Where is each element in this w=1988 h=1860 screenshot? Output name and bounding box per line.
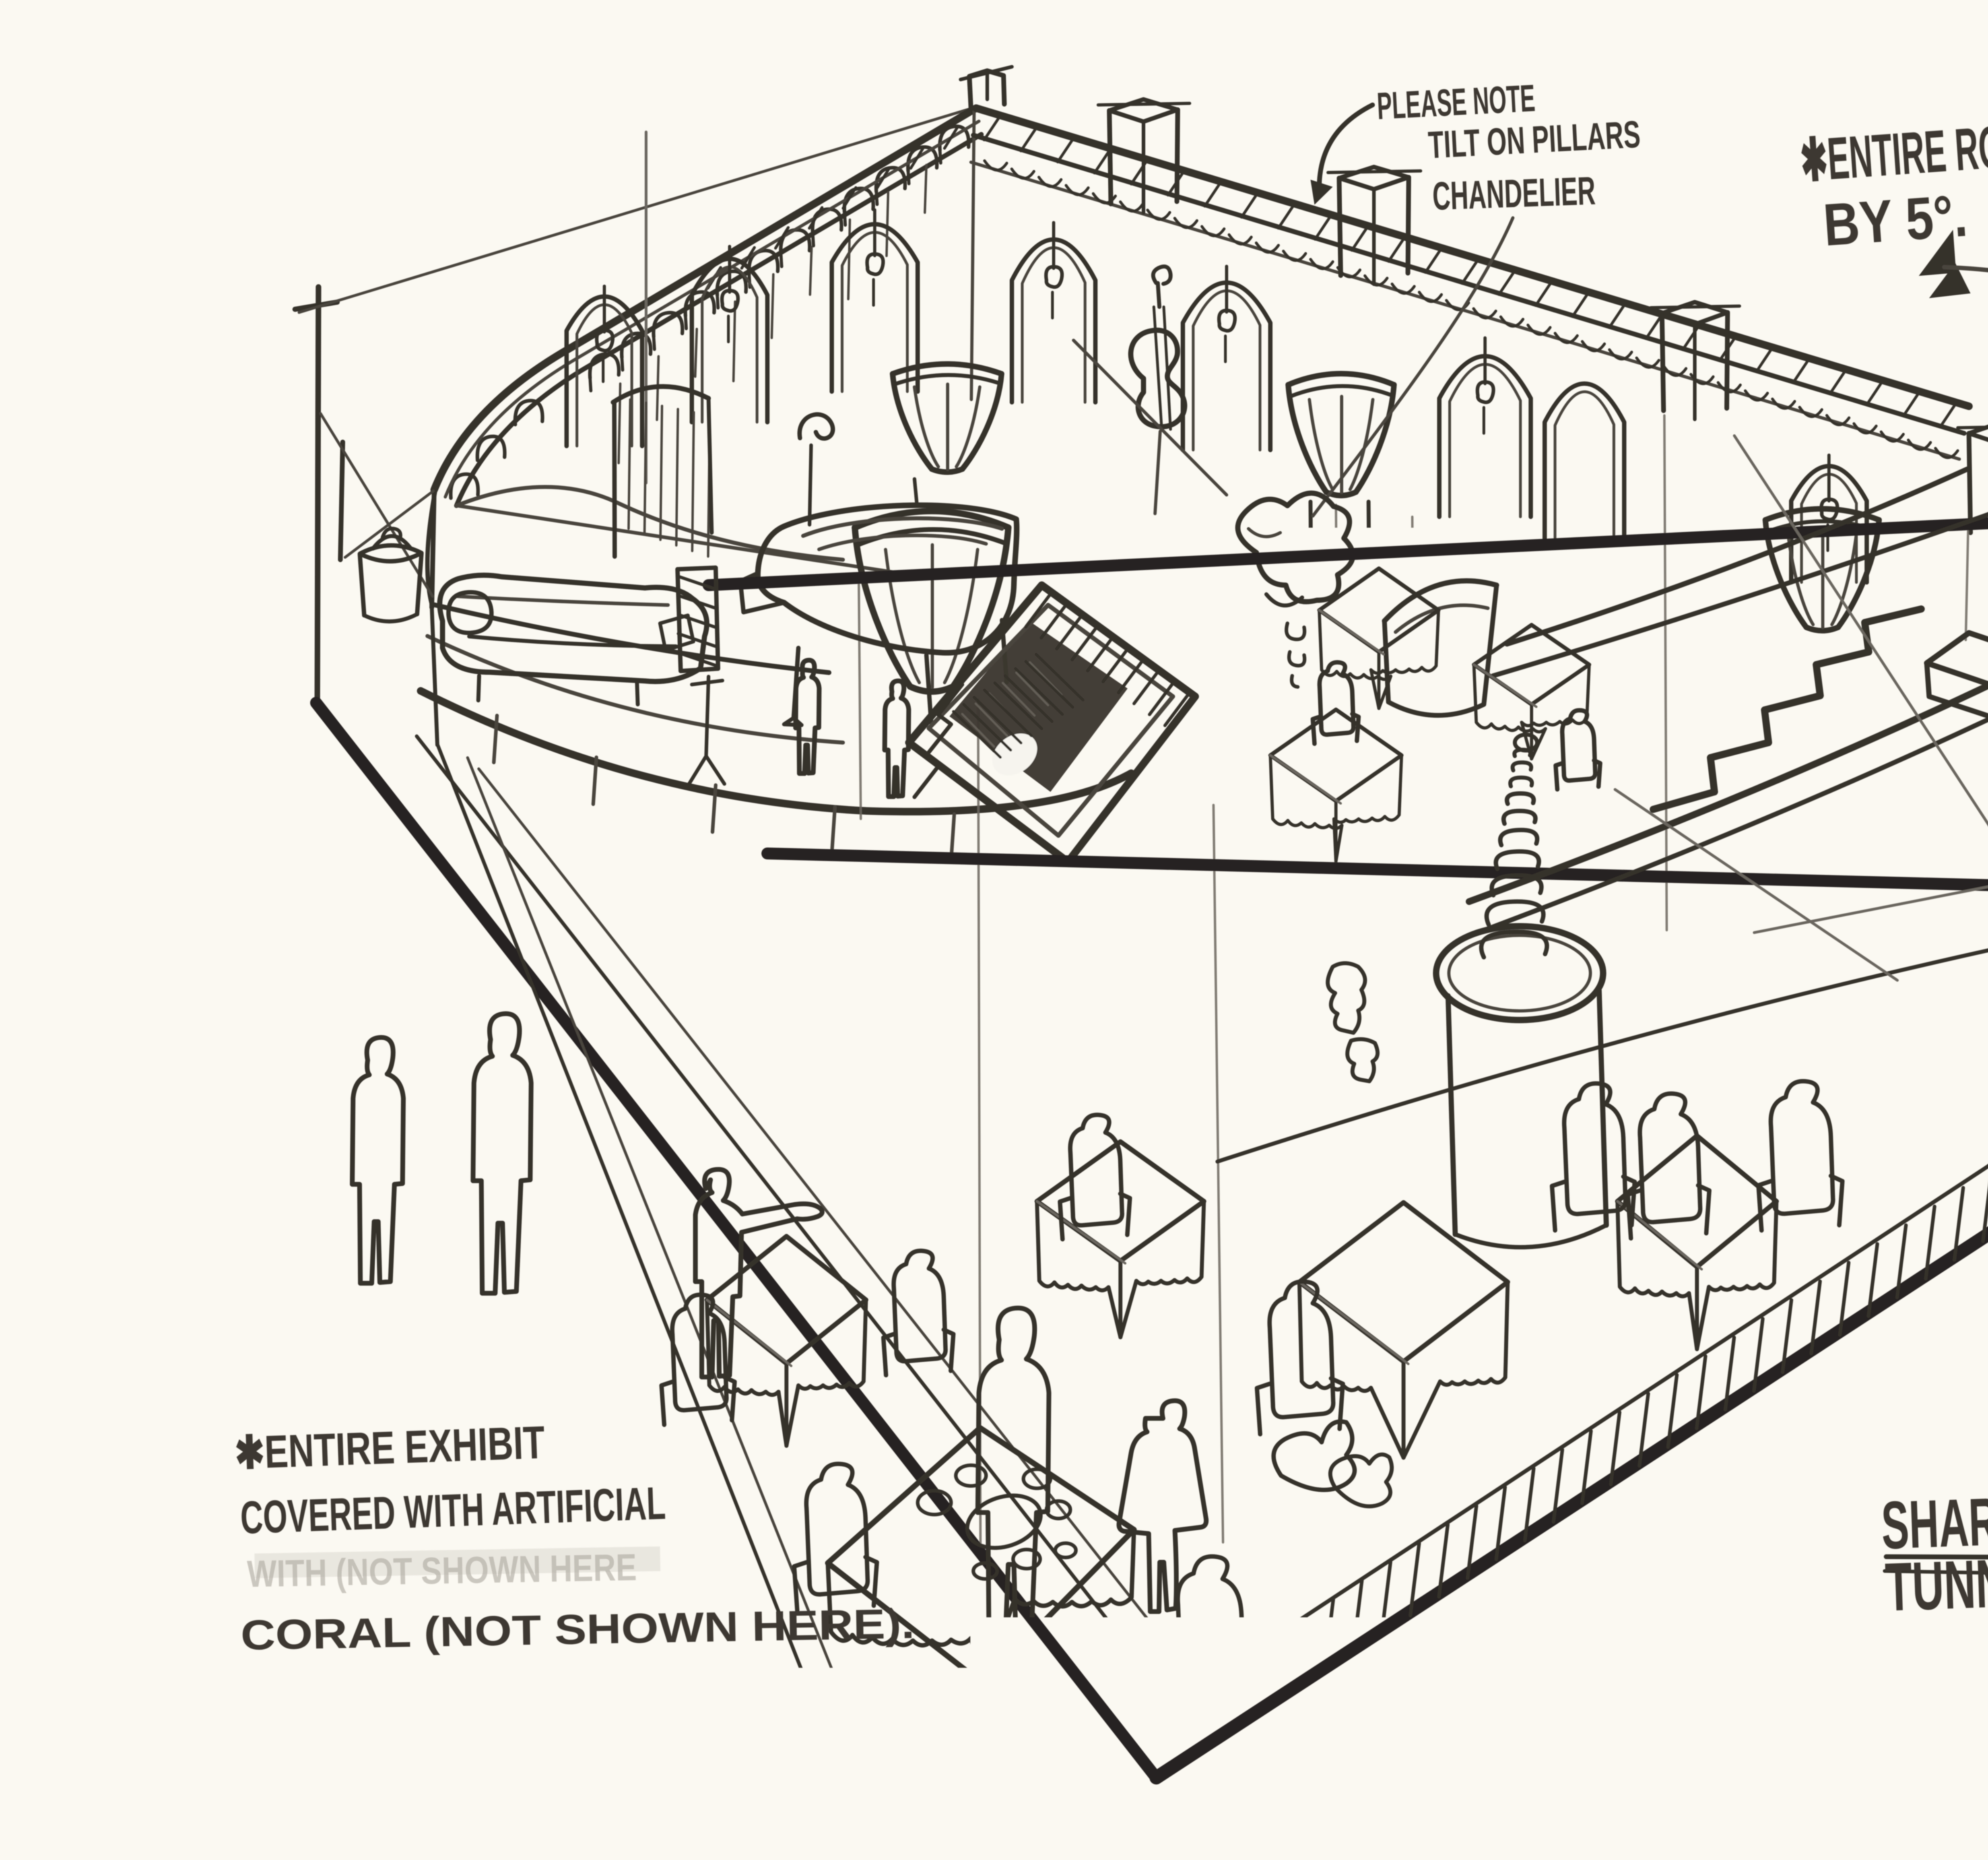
svg-text:✱ENTIRE EXHIBIT: ✱ENTIRE EXHIBIT xyxy=(234,1416,546,1479)
svg-text:PERSPECTIVE: PERSPECTIVE xyxy=(1885,1600,1988,1689)
svg-text:BY 5°.: BY 5°. xyxy=(1821,182,1970,258)
svg-text:CHANDELIER: CHANDELIER xyxy=(1432,169,1596,219)
svg-text:WITH (NOT SHOWN HERE: WITH (NOT SHOWN HERE xyxy=(247,1546,637,1595)
